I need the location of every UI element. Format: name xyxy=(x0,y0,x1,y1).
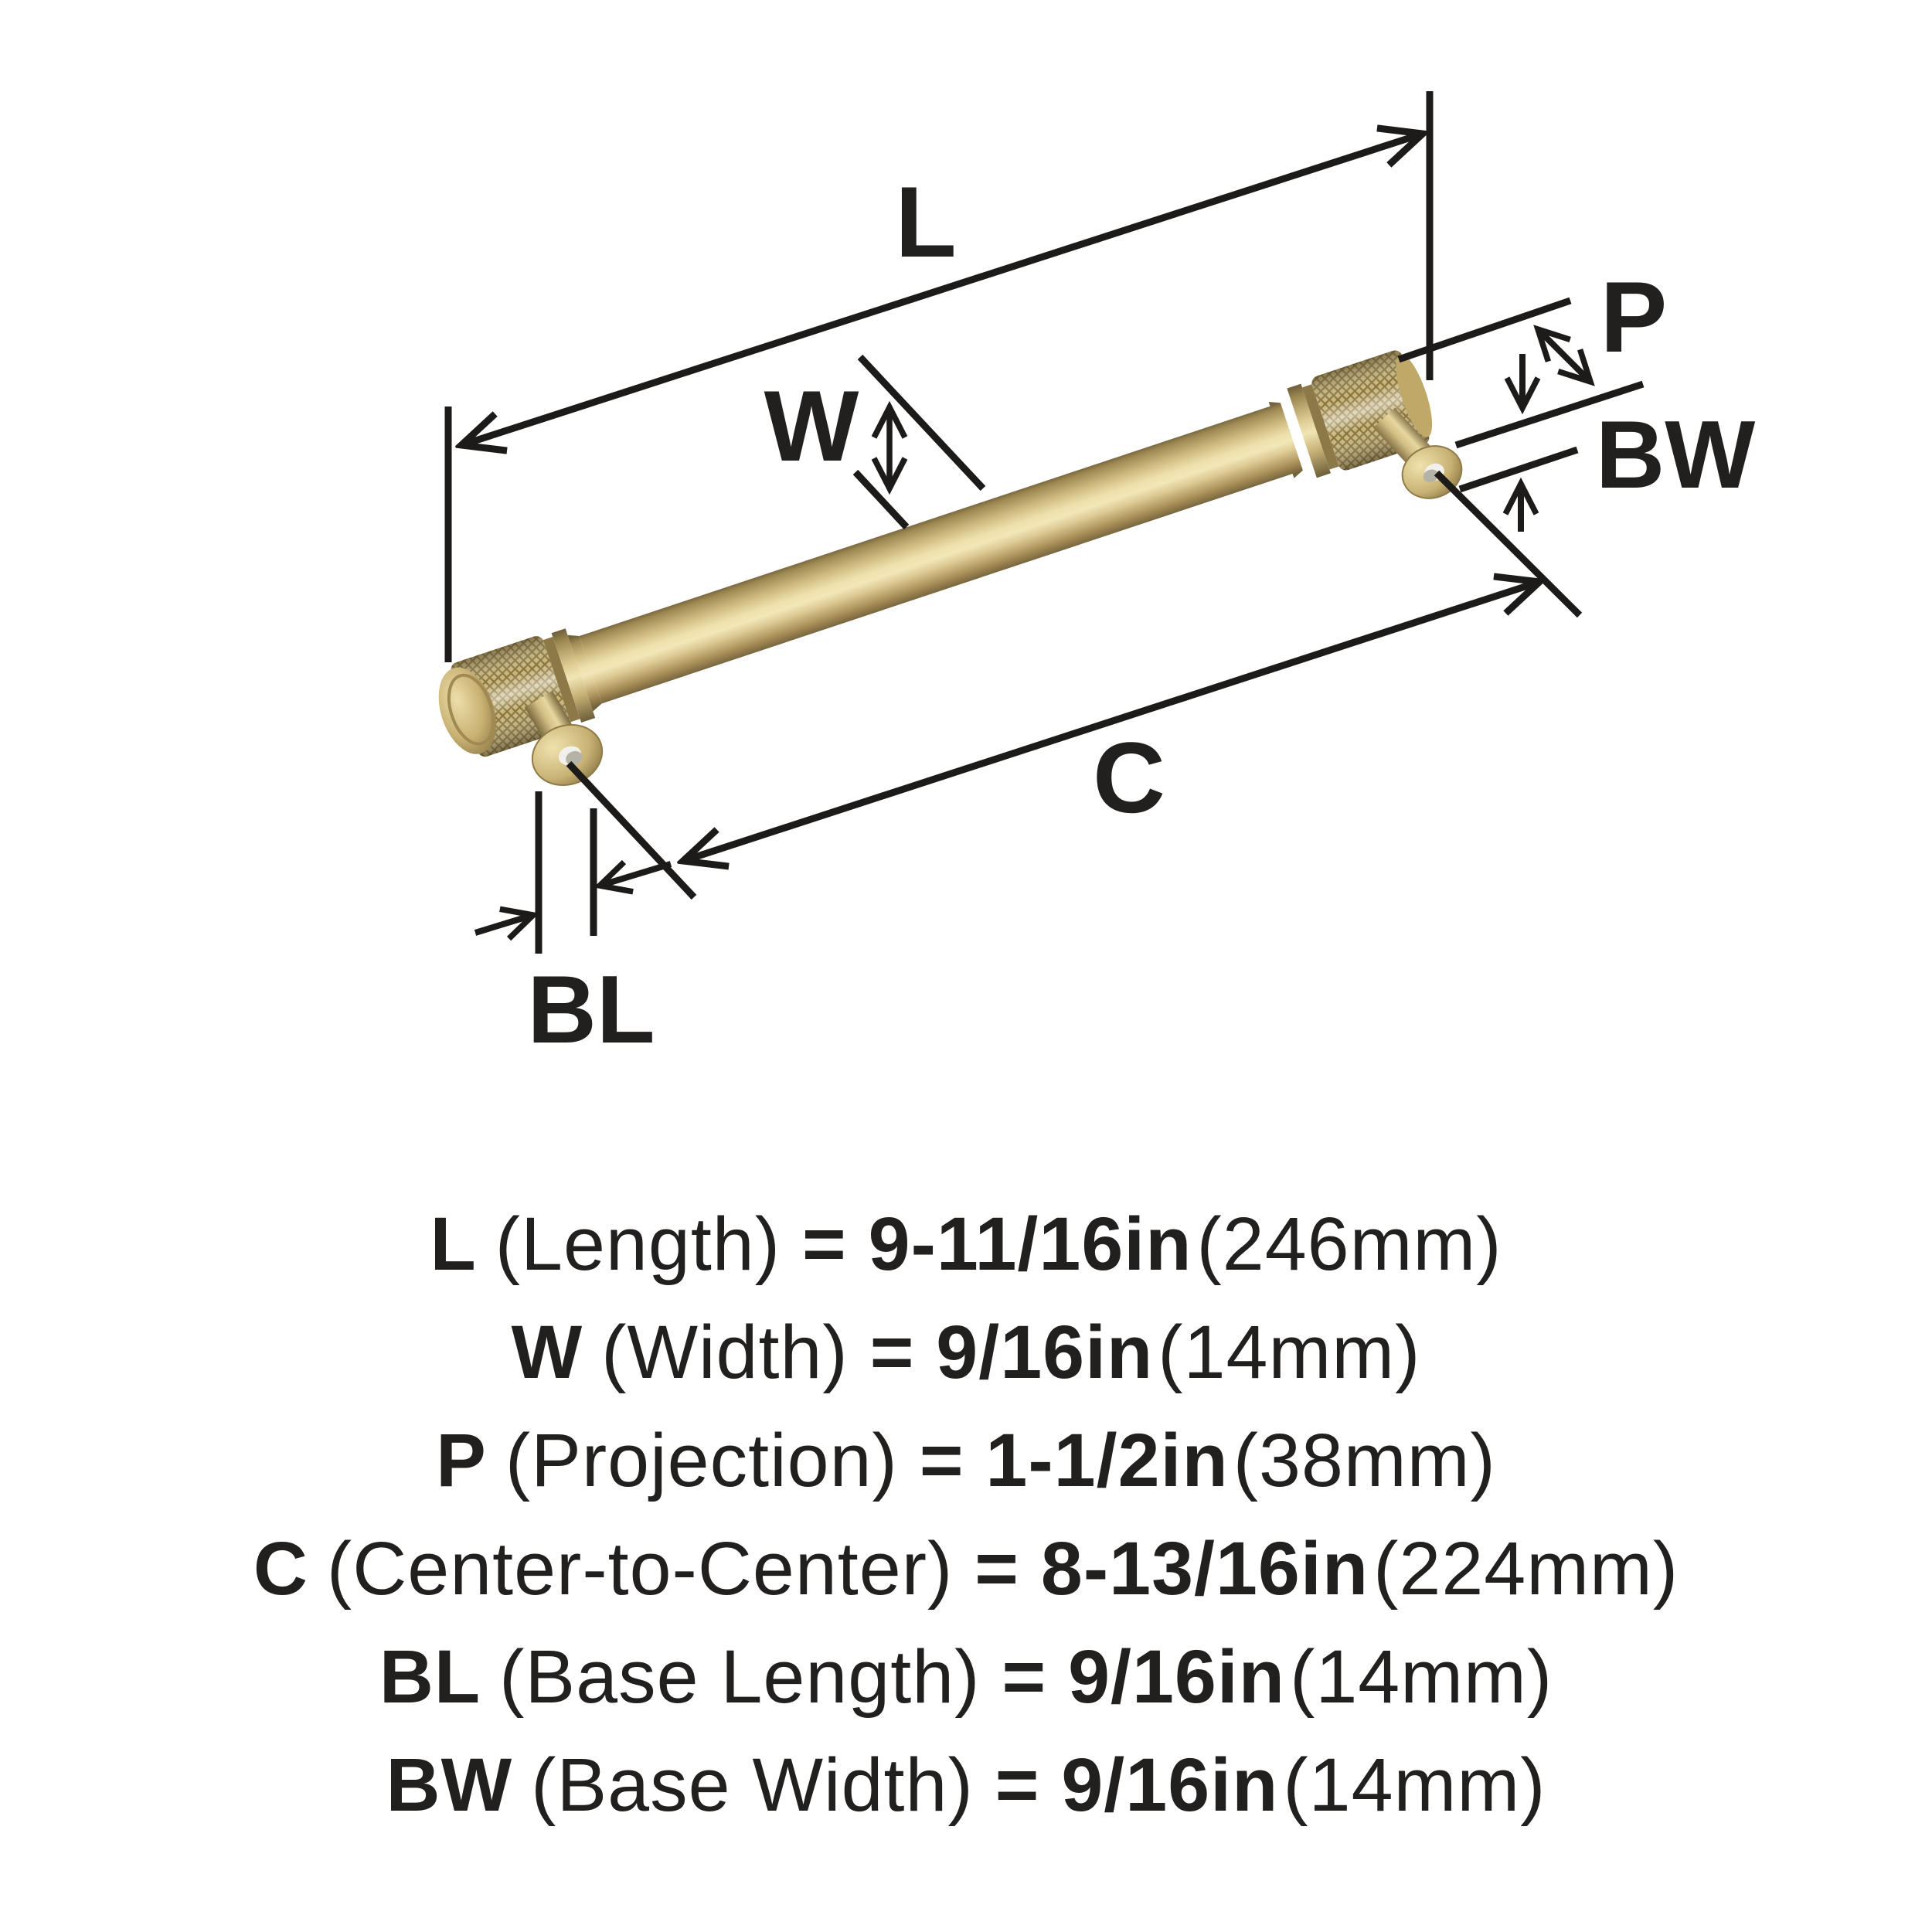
BW-extension-lower xyxy=(1458,446,1579,493)
W-tick-lower xyxy=(852,469,910,530)
dimension-labels: L W P BW C BL xyxy=(527,165,1755,1063)
left-taper xyxy=(567,634,602,712)
left-collar xyxy=(551,628,596,723)
left-groove xyxy=(543,636,580,723)
spec-line-BW: BW(Base Width)= 9/16in(14mm) xyxy=(386,1743,1546,1827)
spec-line-BL: BL(Base Length)= 9/16in(14mm) xyxy=(379,1634,1553,1719)
spec-line-W: W(Width)= 9/16in(14mm) xyxy=(512,1310,1421,1394)
P-extension-upper xyxy=(1397,297,1572,363)
label-L: L xyxy=(895,165,956,278)
L-dimension-line xyxy=(461,134,1423,445)
spec-line-C: C(Center-to-Center)= 8-13/16in(224mm) xyxy=(253,1526,1679,1611)
spec-line-P: P(Projection)= 1-1/2in(38mm) xyxy=(436,1418,1496,1502)
dimension-W xyxy=(852,354,986,530)
C-dimension-line xyxy=(683,582,1539,861)
left-screw-head xyxy=(566,750,583,766)
label-BL: BL xyxy=(527,957,655,1063)
P-BW-extension-middle xyxy=(1454,380,1645,449)
dimension-P xyxy=(1397,297,1645,449)
spec-line-L: L(Length)= 9-11/16in(246mm) xyxy=(430,1202,1502,1286)
label-W: W xyxy=(764,369,859,482)
W-tick-upper xyxy=(857,354,986,492)
C-extension-left xyxy=(566,760,697,900)
label-BW: BW xyxy=(1596,402,1756,509)
dimension-C xyxy=(566,470,1583,900)
spec-list: L(Length)= 9-11/16in(246mm) W(Width)= 9/… xyxy=(253,1202,1679,1827)
BL-arrow-right xyxy=(594,859,672,895)
C-extension-right xyxy=(1434,470,1583,618)
dimension-L xyxy=(444,91,1434,662)
label-C: C xyxy=(1093,721,1165,834)
dimension-BL xyxy=(474,791,672,954)
pull-handle-illustration xyxy=(438,350,1463,787)
dimension-BW xyxy=(1458,354,1579,532)
left-base-washer xyxy=(531,723,604,787)
P-arrow xyxy=(1533,325,1595,386)
BL-arrow-left xyxy=(474,906,539,941)
right-screw-head xyxy=(1423,469,1439,483)
dimension-lines xyxy=(444,91,1645,954)
label-P: P xyxy=(1600,260,1668,373)
left-cap-face-ring xyxy=(447,673,495,746)
